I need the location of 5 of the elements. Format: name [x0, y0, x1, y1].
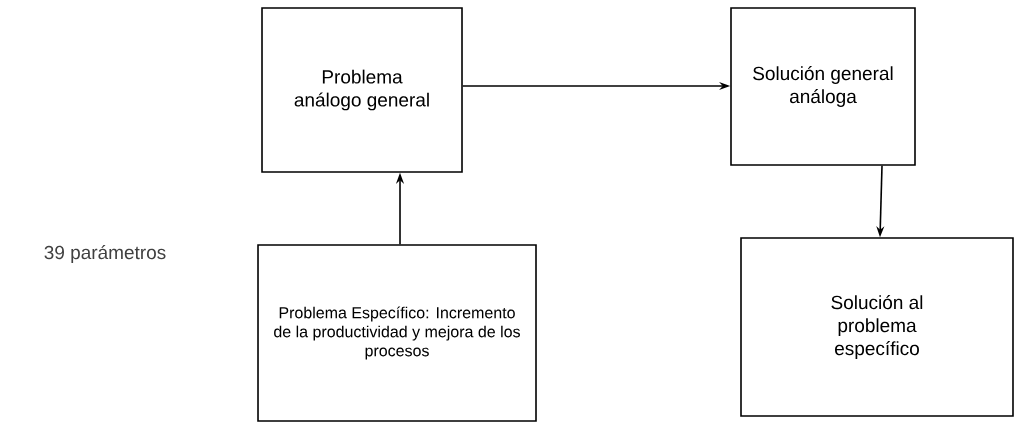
side-note: 39 parámetros — [44, 245, 166, 263]
process-box: Solución general análoga — [730, 7, 916, 166]
process-box: Problema Específico: Incremento de la productividad y mejora de los procesos — [257, 244, 537, 422]
process-box: Solución al problema específico — [740, 237, 1014, 417]
process-box: Problema análogo general — [261, 7, 463, 173]
